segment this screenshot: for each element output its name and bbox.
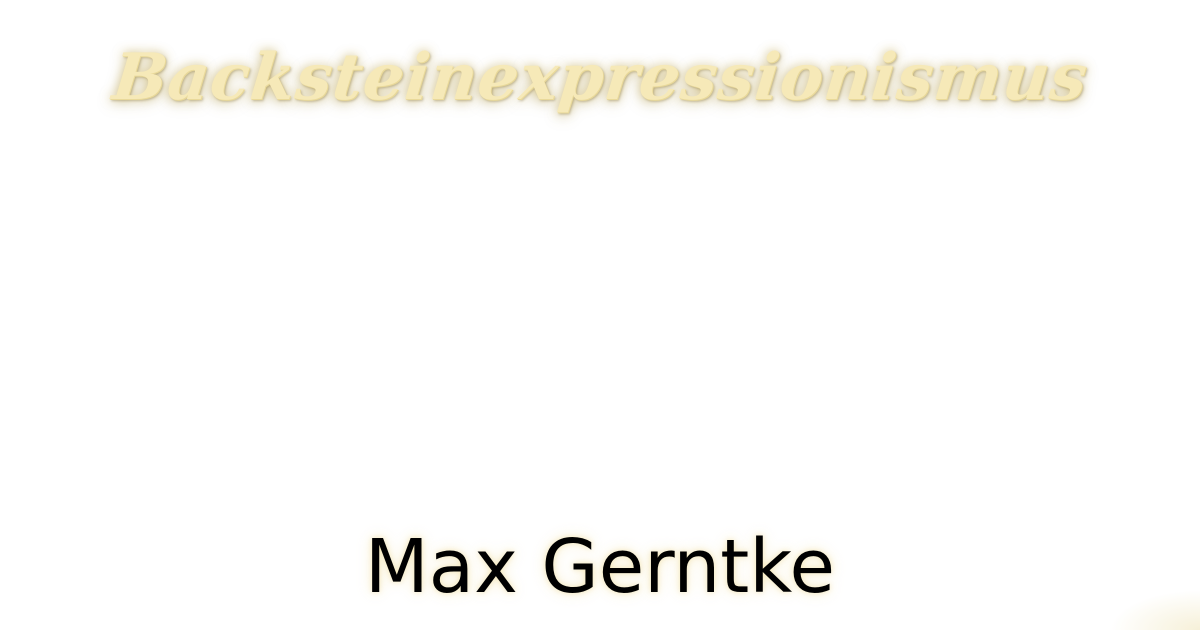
author-container: Max Gerntke bbox=[0, 524, 1200, 610]
corner-glow-decoration bbox=[1110, 590, 1200, 630]
author-name: Max Gerntke bbox=[364, 524, 836, 610]
headline-title: Backsteinexpressionismus bbox=[108, 40, 1092, 115]
headline-container: Backsteinexpressionismus bbox=[0, 40, 1200, 117]
